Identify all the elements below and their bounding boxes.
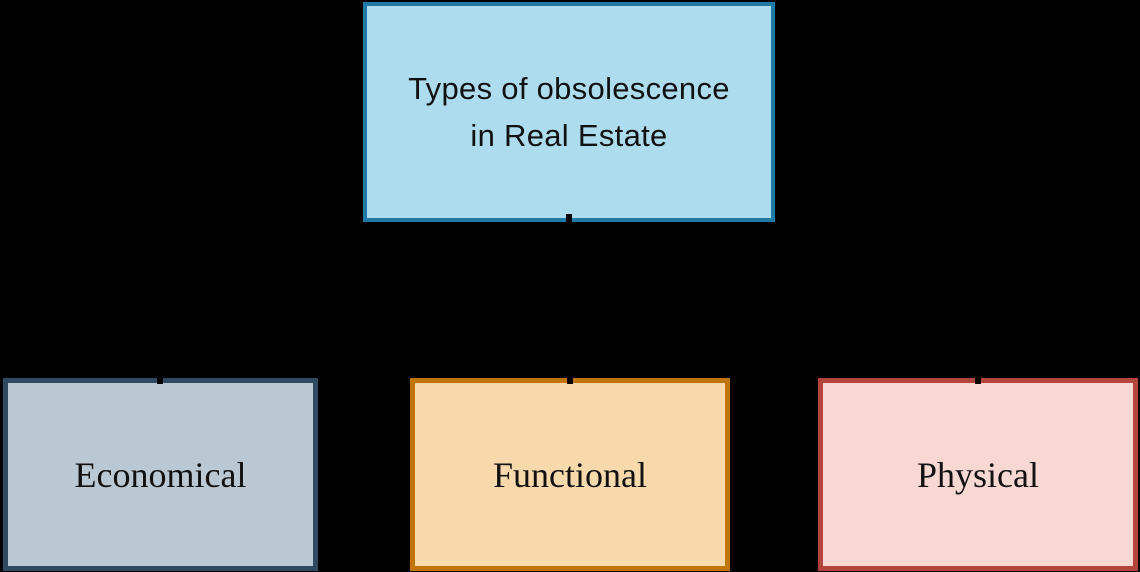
child-node-economical-label: Economical — [74, 454, 247, 495]
child-node-physical: Physical — [818, 378, 1138, 571]
child-node-physical-label: Physical — [917, 454, 1039, 495]
connector-stub-physical — [975, 372, 981, 384]
connector-stub-root — [566, 214, 572, 228]
root-node-label-line2: in Real Estate — [470, 118, 668, 153]
child-node-functional-label: Functional — [493, 454, 647, 495]
connector-stub-functional — [567, 372, 573, 384]
root-node-types-of-obsolescence: Types of obsolescence in Real Estate — [363, 2, 775, 222]
child-node-functional: Functional — [410, 378, 730, 571]
connector-stub-economical — [157, 372, 163, 384]
child-node-economical: Economical — [3, 378, 318, 571]
root-node-label-line1: Types of obsolescence — [408, 71, 730, 106]
